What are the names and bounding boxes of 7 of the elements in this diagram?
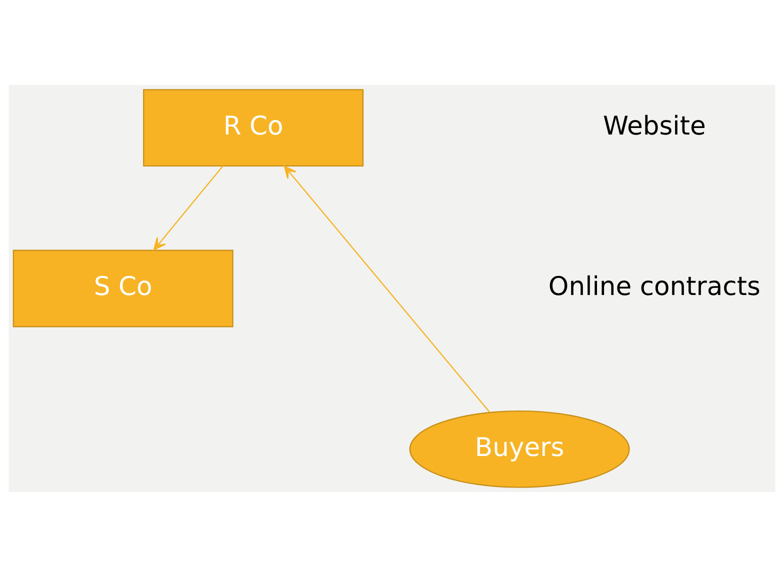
node-box: R Co [143,88,364,166]
arrow [153,165,224,250]
node-box: S Co [12,249,234,327]
node-ellipse: Buyers [409,410,630,488]
label: Online contracts [548,272,760,302]
label: Website [603,110,706,141]
arrow [284,165,490,412]
